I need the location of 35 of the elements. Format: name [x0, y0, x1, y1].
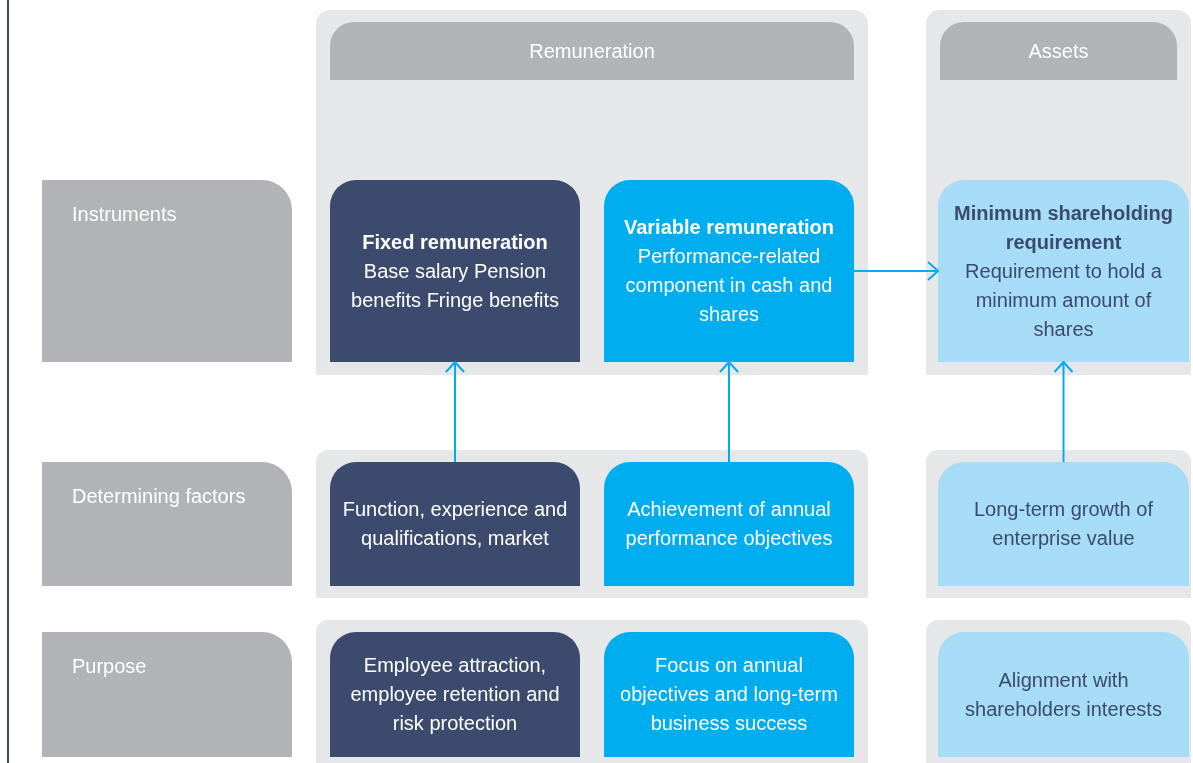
box-text: Focus on annual objectives and long-term business success — [619, 653, 839, 736]
box-text: Base salary Pension benefits Fringe benefits — [350, 258, 560, 313]
arrow — [853, 261, 939, 281]
content-box — [330, 632, 580, 757]
box-heading: Variable remuneration — [623, 215, 835, 240]
box-text: Performance-related component in cash and shares — [624, 244, 834, 327]
box-text: Requirement to hold a minimum amount of shares — [964, 258, 1163, 342]
row-label-box — [42, 632, 292, 757]
box-text: Alignment with shareholders interests — [964, 667, 1163, 722]
box-text: Achievement of annual performance objectives — [624, 497, 834, 551]
column-panel — [926, 10, 1191, 375]
box-text: Employee attraction, employee retention and risk protection — [349, 653, 561, 736]
content-box — [938, 462, 1189, 586]
arrow — [445, 361, 465, 463]
box-text: Long-term growth of enterprise value — [973, 497, 1154, 551]
row-label-box — [42, 462, 292, 586]
row-label-box — [42, 180, 292, 362]
box-text: Function, experience and qualifications, market — [341, 497, 569, 551]
column-panel — [316, 10, 868, 375]
content-box — [604, 180, 854, 362]
content-box — [604, 632, 854, 757]
header-tab: Assets — [940, 22, 1177, 80]
box-heading: Minimum shareholding requirement — [953, 200, 1174, 255]
row-title: Determining factors — [72, 484, 246, 509]
arrow — [719, 361, 739, 463]
content-box — [938, 632, 1189, 757]
content-box — [330, 180, 580, 362]
content-box — [604, 462, 854, 586]
row-title: Purpose — [72, 654, 147, 679]
content-box — [330, 462, 580, 586]
row-title: Instruments — [72, 202, 177, 227]
header-tab: Remuneration — [330, 22, 854, 80]
arrow — [1053, 361, 1074, 463]
box-heading: Fixed remuneration — [362, 229, 548, 255]
content-box — [938, 180, 1189, 362]
